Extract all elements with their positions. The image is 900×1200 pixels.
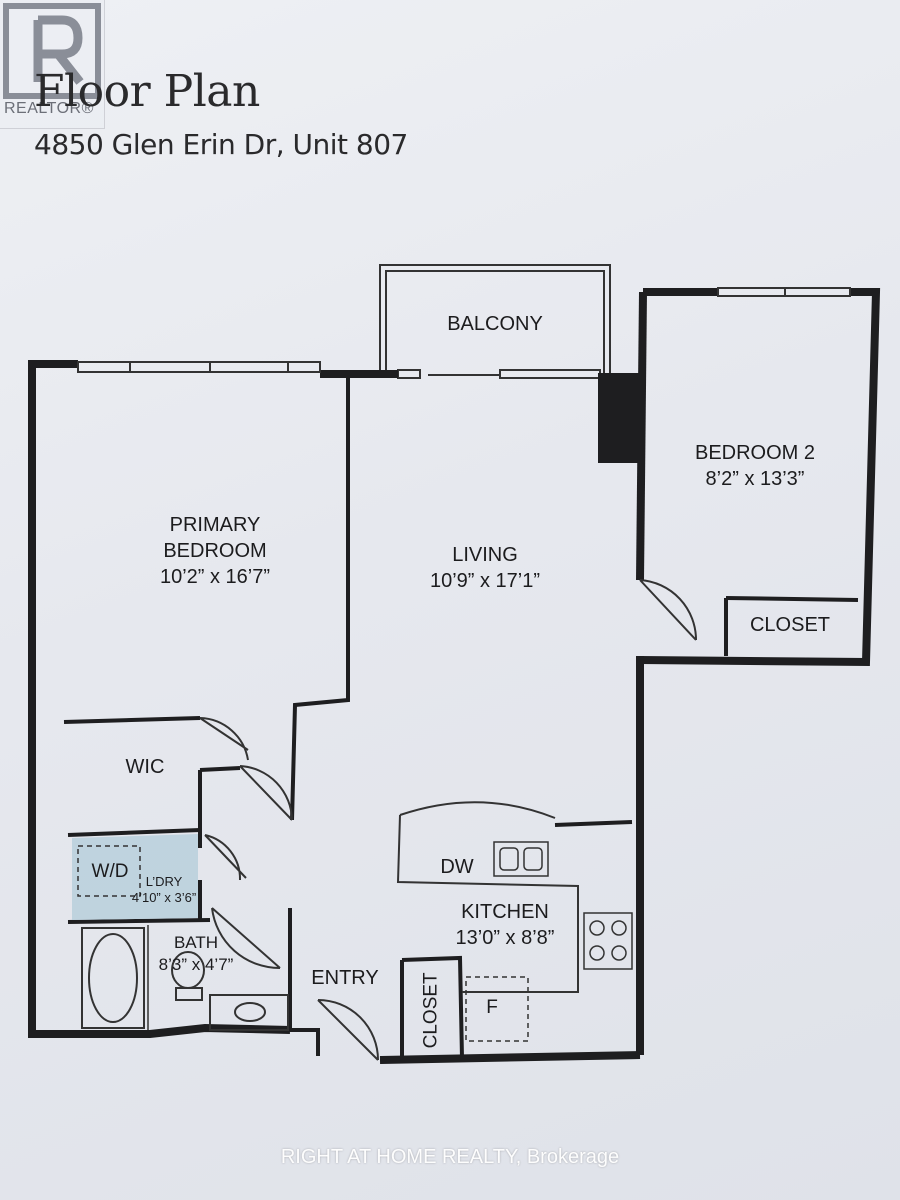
primary-bedroom-window	[77, 361, 321, 373]
living-name: LIVING	[452, 544, 518, 566]
laundry-name: L’DRY	[145, 874, 183, 889]
living-label: LIVING 10’9” x 17’1”	[405, 542, 565, 594]
washer-dryer-box	[77, 845, 141, 897]
entry-label: ENTRY	[311, 967, 379, 989]
laundry-dimensions: 4’10” x 3’6”	[131, 890, 197, 906]
kitchen-dimensions: 13’0” x 8’8”	[455, 927, 555, 949]
bedroom-2-name: BEDROOM 2	[694, 442, 816, 464]
kitchen-name: KITCHEN	[461, 901, 549, 923]
bedroom-2-dimensions: 8’2” x 13’3”	[705, 468, 805, 490]
dishwasher-label: DW	[440, 856, 474, 878]
primary-bedroom-label: PRIMARY BEDROOM 10’2” x 16’7”	[120, 512, 310, 590]
stove-icon	[583, 912, 633, 970]
washer-dryer-label: W/D	[91, 861, 129, 882]
bath-fixtures	[81, 927, 289, 1031]
bedroom-2-window	[717, 287, 851, 297]
primary-bedroom-dimensions: 10’2” x 16’7”	[159, 566, 271, 588]
bath-dimensions: 8’3” x 4’7”	[158, 955, 234, 975]
structural-column	[598, 373, 642, 463]
door-swings	[199, 579, 698, 1061]
balcony-sliding-door	[397, 369, 601, 379]
laundry-area-fill	[72, 834, 198, 920]
balcony-outline	[379, 264, 611, 375]
realtor-r-icon	[3, 3, 101, 99]
entry-closet-label: CLOSET	[420, 972, 442, 1049]
realtor-logo: REALTOR®	[0, 0, 104, 128]
bedroom-2-closet-label: CLOSET	[749, 614, 831, 636]
kitchen-counters	[396, 801, 579, 993]
bath-name: BATH	[173, 933, 219, 952]
bath-label: BATH 8’3” x 4’7”	[146, 932, 246, 976]
kitchen-sink-icon	[493, 841, 549, 877]
primary-bedroom-name-1: PRIMARY	[169, 514, 261, 536]
fridge-box	[465, 976, 529, 1042]
realtor-logo-text: REALTOR®	[4, 100, 94, 117]
interior-walls	[63, 378, 859, 1060]
laundry-label: L’DRY 4’10” x 3’6”	[114, 874, 214, 907]
primary-bedroom-name-2: BEDROOM	[163, 540, 267, 562]
property-address: 4850 Glen Erin Dr, Unit 807	[34, 128, 408, 161]
living-dimensions: 10’9” x 17’1”	[429, 570, 541, 592]
bedroom-2-label: BEDROOM 2 8’2” x 13’3”	[680, 440, 830, 492]
wic-label: WIC	[125, 756, 165, 778]
brokerage-watermark: RIGHT AT HOME REALTY, Brokerage	[280, 1146, 620, 1168]
page-title: Floor Plan	[34, 66, 260, 117]
kitchen-label: KITCHEN 13’0” x 8’8”	[430, 899, 580, 951]
fridge-label: F	[486, 997, 498, 1018]
balcony-label: BALCONY	[447, 313, 543, 335]
